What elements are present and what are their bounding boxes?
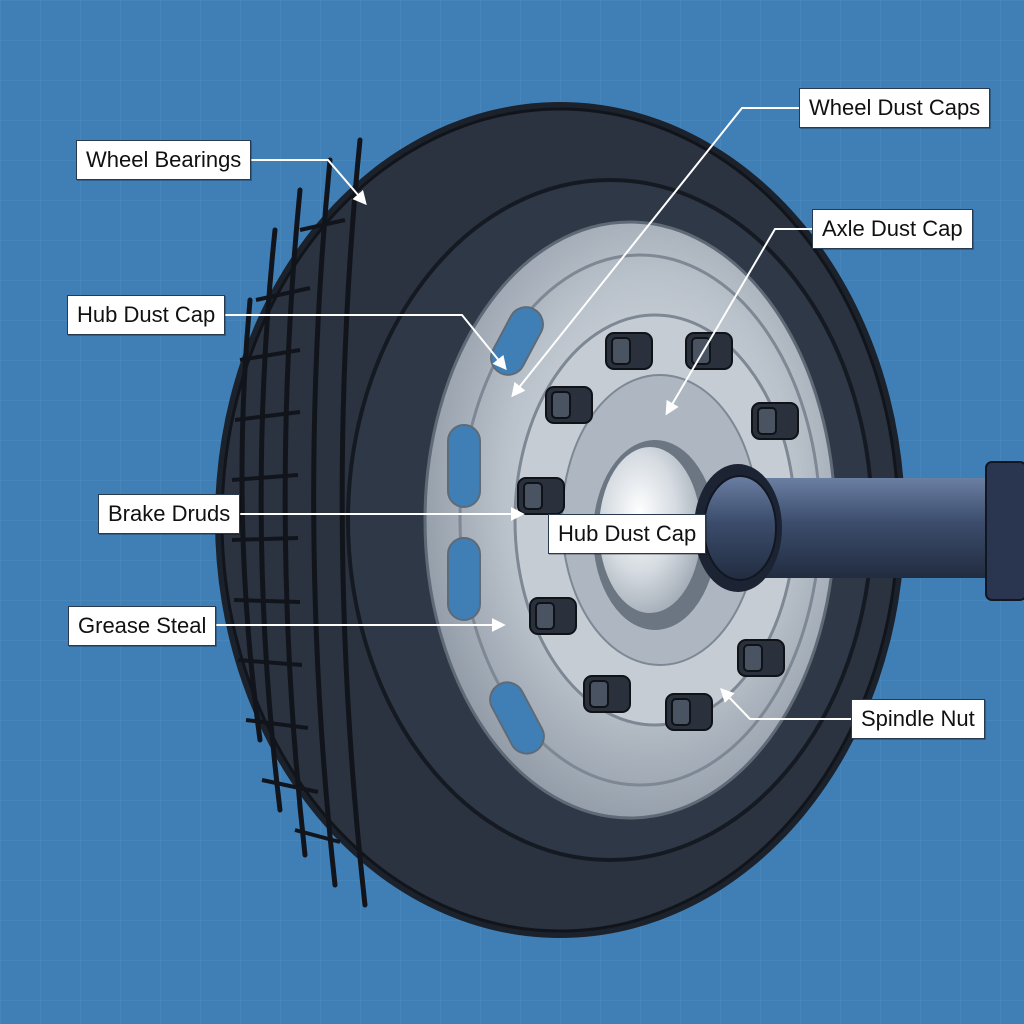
label-hub-dust-cap-center: Hub Dust Cap xyxy=(548,514,707,554)
label-hub-dust-cap-left: Hub Dust Cap xyxy=(67,295,226,335)
label-brake-druds: Brake Druds xyxy=(98,494,241,534)
lug-nut xyxy=(529,597,577,635)
leader-axle-dust-cap xyxy=(665,228,812,416)
tire-tread xyxy=(239,137,368,908)
label-spindle-nut: Spindle Nut xyxy=(851,699,985,739)
label-axle-dust-cap: Axle Dust Cap xyxy=(812,209,973,249)
leader-spindle-nut xyxy=(720,687,851,720)
lug-nuts xyxy=(517,332,799,731)
lug-nut xyxy=(685,332,733,370)
lug-nut xyxy=(665,693,713,731)
lug-nut xyxy=(751,402,799,440)
lug-nut xyxy=(605,332,653,370)
label-wheel-dust-caps: Wheel Dust Caps xyxy=(799,88,991,128)
leader-lines xyxy=(212,107,851,720)
tire-tread-blocks xyxy=(231,218,346,844)
axle xyxy=(694,461,1024,601)
leader-wheel-dust-caps xyxy=(511,107,799,398)
lug-nut xyxy=(545,386,593,424)
leader-hub-dust-cap-left xyxy=(224,314,507,371)
label-wheel-bearings: Wheel Bearings xyxy=(76,140,252,180)
label-grease-steal: Grease Steal xyxy=(68,606,217,646)
leader-wheel-bearings xyxy=(247,159,367,206)
lug-nut xyxy=(737,639,785,677)
lug-nut xyxy=(583,675,631,713)
lug-nut xyxy=(517,477,565,515)
